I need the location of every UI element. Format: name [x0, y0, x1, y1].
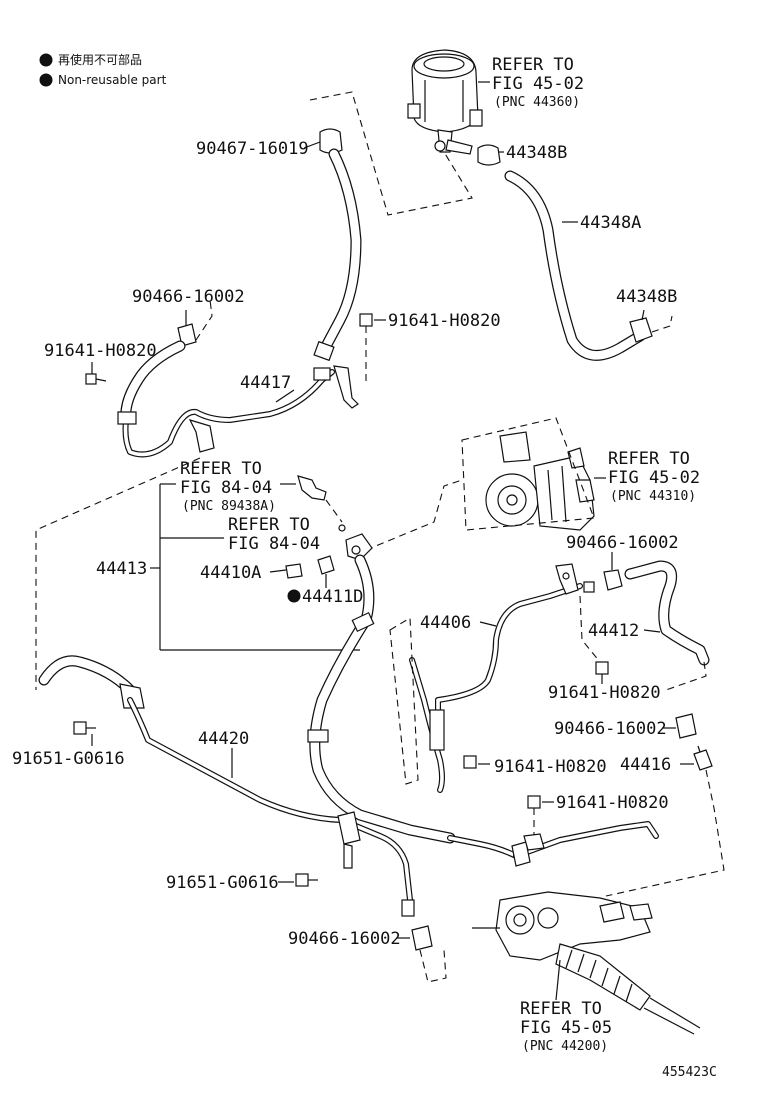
- hose-clip-44348b-bottom: [629, 309, 653, 343]
- switch2-ref-line-1: REFER TO: [228, 515, 310, 535]
- legend: 再使用不可部品 Non-reusable part: [39, 52, 167, 87]
- steering-gear-illustration: [472, 891, 701, 1035]
- union-bolt-44410a: [285, 563, 303, 579]
- part-91641-h0820-e: 91641-H0820: [556, 793, 669, 813]
- return-tube-44420: [38, 655, 415, 917]
- part-90466-16002-d: 90466-16002: [288, 929, 401, 949]
- union-fitting: [345, 533, 373, 561]
- reservoir-bracket-outline: [309, 91, 473, 216]
- part-44412: 44412: [588, 621, 639, 641]
- part-44411d: 44411D: [302, 587, 363, 607]
- reservoir-illustration: [407, 49, 483, 155]
- return-pipe-44417: [117, 340, 359, 458]
- bolt-91641-h0820-c: [595, 661, 609, 675]
- clamp-90466-16002-d: [411, 925, 433, 951]
- pressure-switch-illustration: [297, 475, 327, 501]
- part-90467-16019: 90467-16019: [196, 139, 309, 159]
- diagram-id: 455423C: [662, 1065, 717, 1080]
- part-44413: 44413: [96, 559, 147, 579]
- pump-ref-line-2: FIG 45-02: [608, 468, 700, 488]
- clamp-90466-16002-a: [177, 310, 197, 347]
- pressure-hose-44413: [307, 554, 519, 859]
- gear-ref-line-2: FIG 45-05: [520, 1018, 612, 1038]
- suction-hose: [318, 148, 362, 356]
- clamp-90466-16002-b: [603, 569, 623, 591]
- part-90466-16002-c: 90466-16002: [554, 719, 667, 739]
- bolt-91641-h0820-e: [527, 795, 541, 840]
- switch-ref-line-3: (PNC 89438A): [182, 499, 276, 514]
- legend-jp-text: 再使用不可部品: [58, 52, 142, 67]
- non-reusable-bullet-icon: [39, 73, 53, 87]
- pump-ref-line-1: REFER TO: [608, 449, 690, 469]
- part-91651-g0616-b: 91651-G0616: [166, 873, 279, 893]
- non-reusable-bullet-icon: [39, 53, 53, 67]
- reservoir-ref-line-2: FIG 45-02: [492, 74, 584, 94]
- switch2-ref-line-2: FIG 84-04: [228, 534, 320, 554]
- part-44420: 44420: [198, 729, 249, 749]
- gear-pipe: [511, 821, 659, 867]
- part-44348b-top: 44348B: [506, 143, 567, 163]
- switch-ref-line-1: REFER TO: [180, 459, 262, 479]
- reservoir-ref-line-3: (PNC 44360): [494, 95, 580, 110]
- part-91641-h0820-a: 91641-H0820: [44, 341, 157, 361]
- clamp-90466-16002-c: [675, 713, 697, 739]
- bolt-91641-h0820-d: [463, 755, 477, 769]
- gear-ref-line-1: REFER TO: [520, 999, 602, 1019]
- part-44406: 44406: [420, 613, 471, 633]
- part-91641-h0820-c: 91641-H0820: [548, 683, 661, 703]
- part-44416: 44416: [620, 755, 671, 775]
- reservoir-ref-line-1: REFER TO: [492, 55, 574, 75]
- part-91641-h0820-b: 91641-H0820: [388, 311, 501, 331]
- hose-clip-44348b-top: [477, 144, 504, 166]
- bolt-91651-g0616-a: [73, 721, 96, 746]
- pump-ref-line-3: (PNC 44310): [610, 489, 696, 504]
- group-bracket-44413: [150, 483, 360, 651]
- return-hose-44348a: [504, 170, 646, 361]
- non-reusable-marker-icon: [287, 589, 301, 603]
- clamp-90467-16019: [319, 128, 343, 154]
- gasket-44411d: [317, 555, 335, 588]
- legend-en-text: Non-reusable part: [58, 73, 167, 87]
- part-44348b-bottom: 44348B: [616, 287, 677, 307]
- part-44348a: 44348A: [580, 213, 641, 233]
- bolt-91651-g0616-b: [295, 873, 318, 887]
- hose-44412: [624, 560, 710, 666]
- part-90466-16002-a: 90466-16002: [132, 287, 245, 307]
- part-91651-g0616-a: 91651-G0616: [12, 749, 125, 769]
- bolt-91641-h0820-a: [85, 373, 107, 385]
- part-90466-16002-b: 90466-16002: [566, 533, 679, 553]
- pressure-pipe-44406: [409, 563, 595, 793]
- part-44417: 44417: [240, 373, 291, 393]
- part-91641-h0820-d: 91641-H0820: [494, 757, 607, 777]
- part-44410a: 44410A: [200, 563, 261, 583]
- fitting-44416: [693, 745, 713, 771]
- gear-ref-line-3: (PNC 44200): [522, 1039, 608, 1054]
- power-steering-pump-illustration: [485, 431, 595, 531]
- switch-ref-line-2: FIG 84-04: [180, 478, 272, 498]
- bolt-91641-h0820-b: [359, 313, 373, 382]
